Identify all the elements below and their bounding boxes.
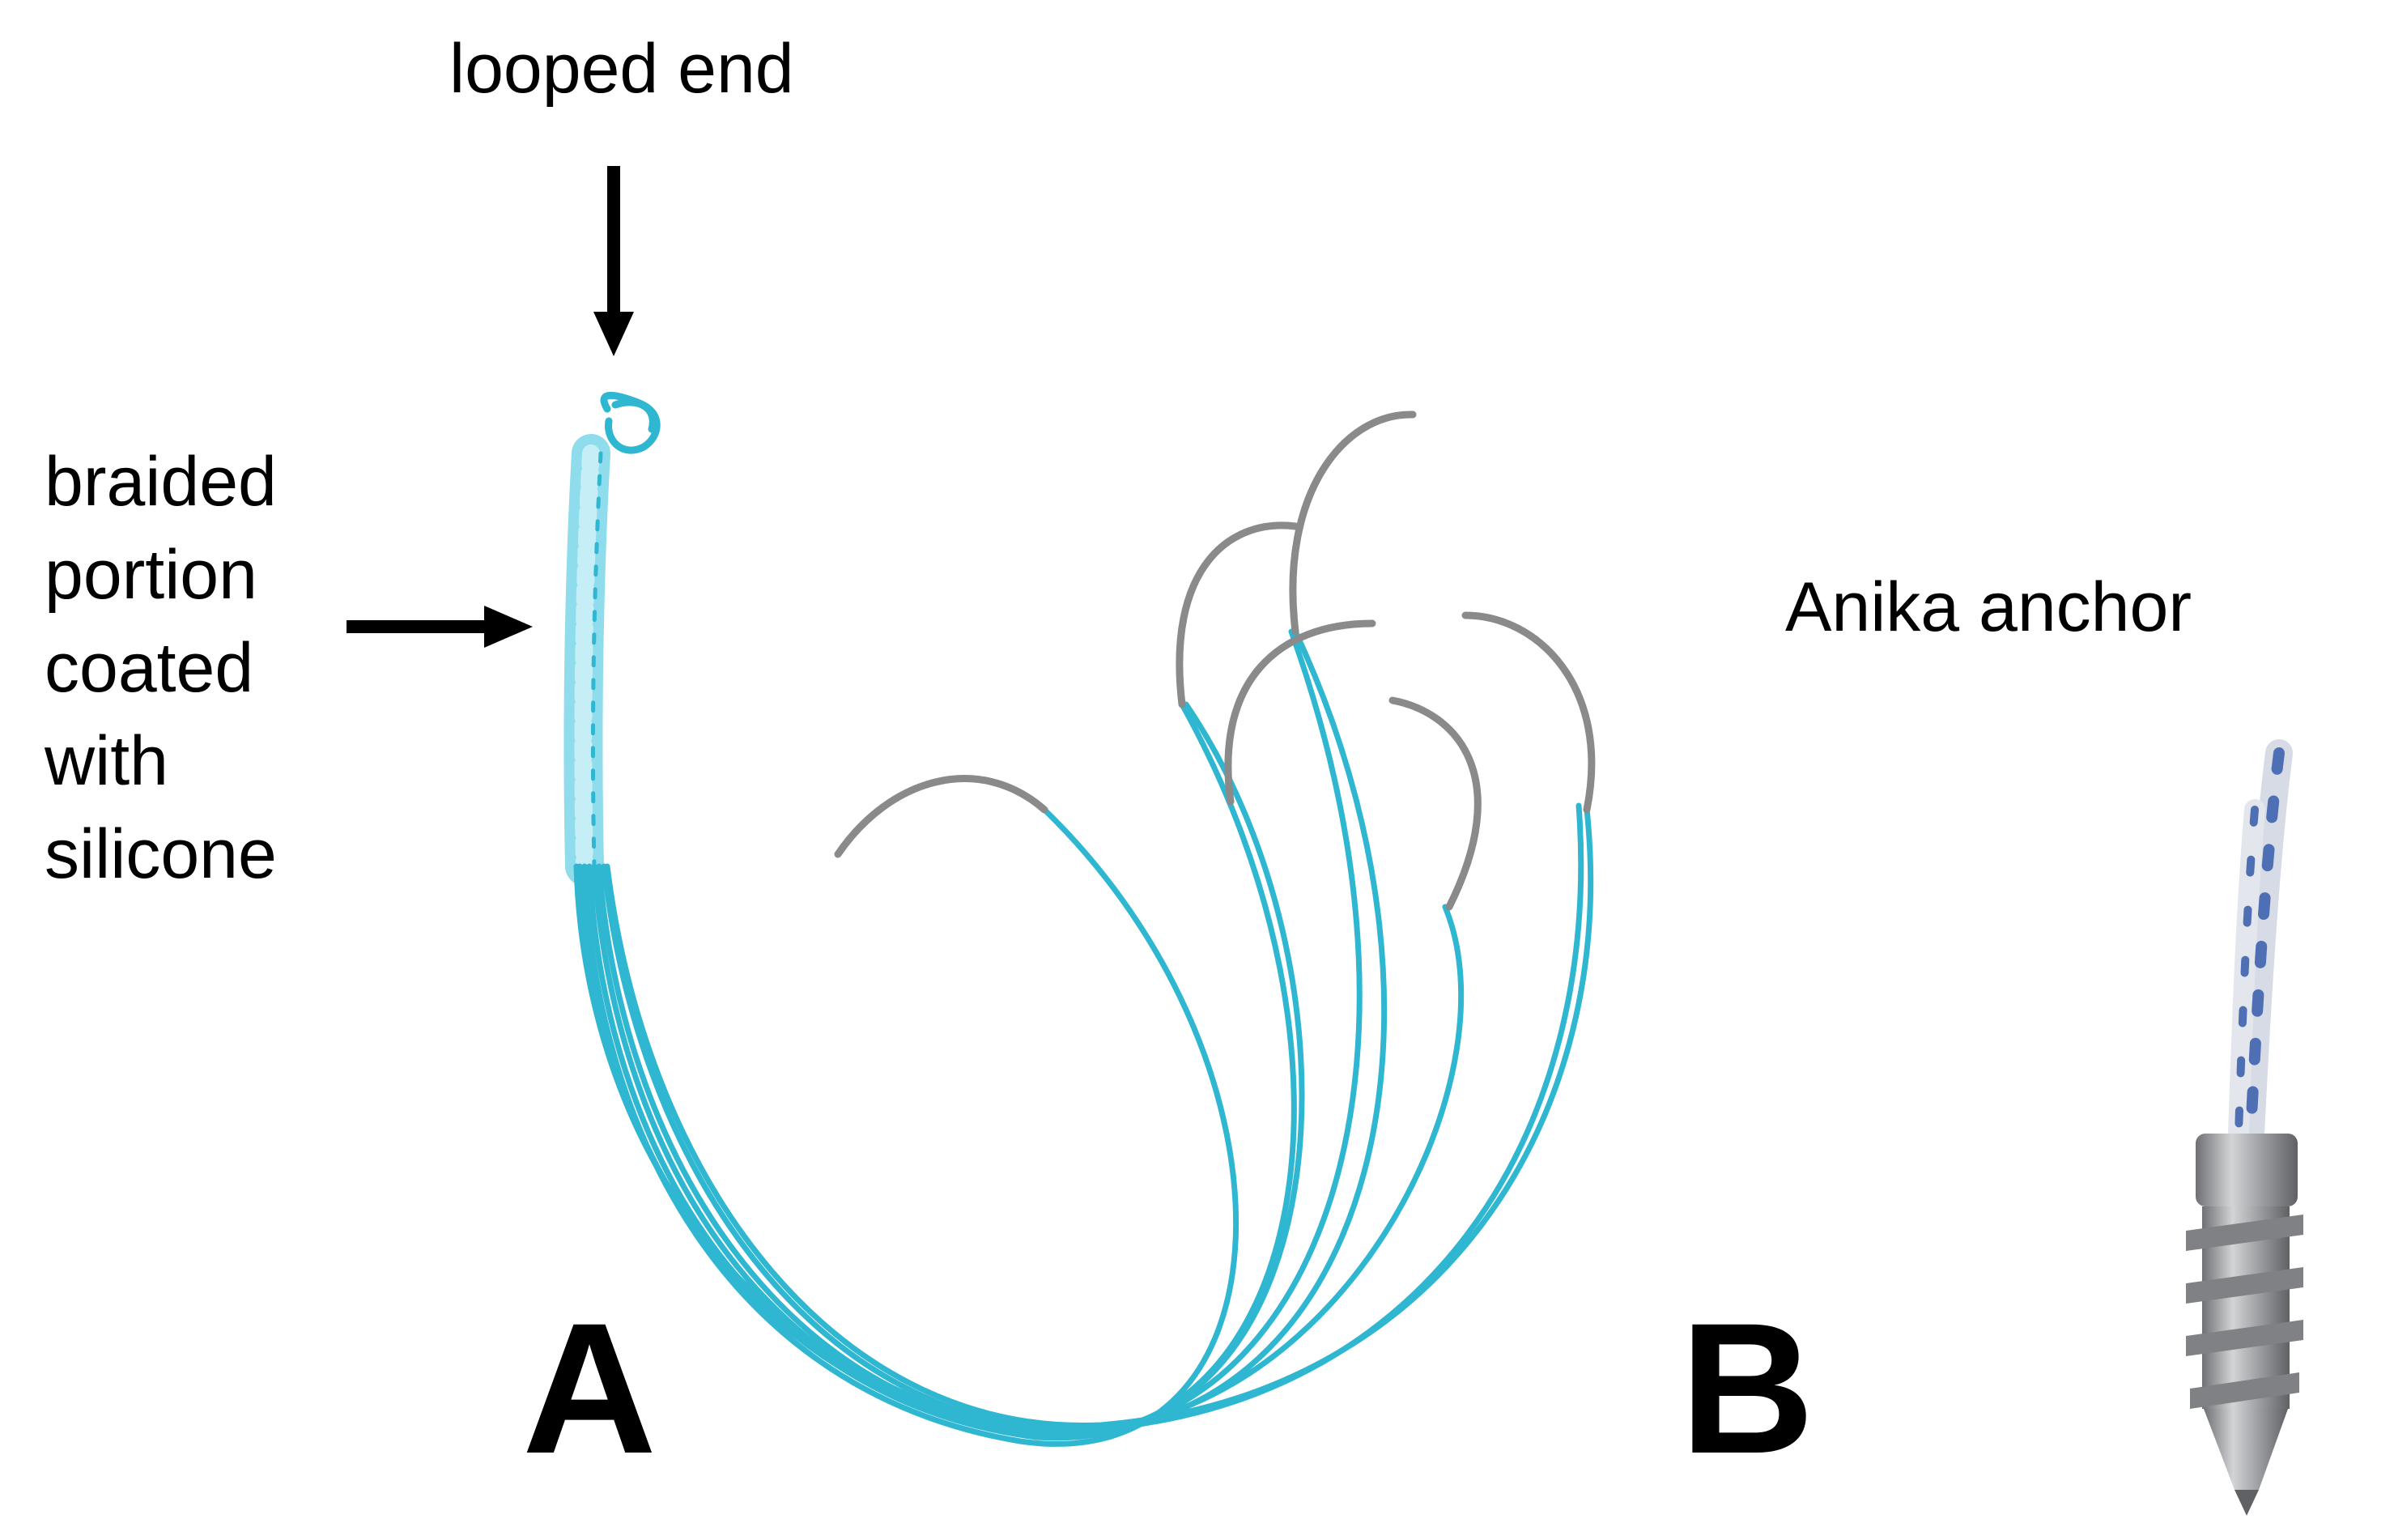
anchor-screw: [2186, 1134, 2303, 1516]
needles: [834, 411, 1596, 911]
braided-portion-label: braided portion coated with silicone: [45, 436, 277, 901]
suture-assembly: [563, 391, 1596, 1447]
braided-label-line: coated: [45, 629, 254, 707]
suture-strands: [573, 628, 1594, 1447]
braided-label-line: braided: [45, 443, 277, 521]
braided-portion: [563, 434, 610, 886]
anchor-sutures: [2228, 739, 2293, 1147]
looped-end-label: looped end: [449, 30, 794, 108]
arrow-right-icon: [347, 606, 533, 648]
braided-label-line: with: [45, 722, 168, 800]
braided-label-line: portion: [45, 536, 257, 614]
panel-label-b: B: [1680, 1284, 1815, 1492]
panel-label-a: A: [522, 1284, 657, 1492]
anika-anchor-label: Anika anchor: [1785, 568, 2192, 646]
anika-anchor-illustration: [2186, 739, 2303, 1516]
looped-end: [600, 391, 661, 454]
arrow-down-icon: [593, 166, 634, 356]
braided-label-line: silicone: [45, 815, 277, 893]
